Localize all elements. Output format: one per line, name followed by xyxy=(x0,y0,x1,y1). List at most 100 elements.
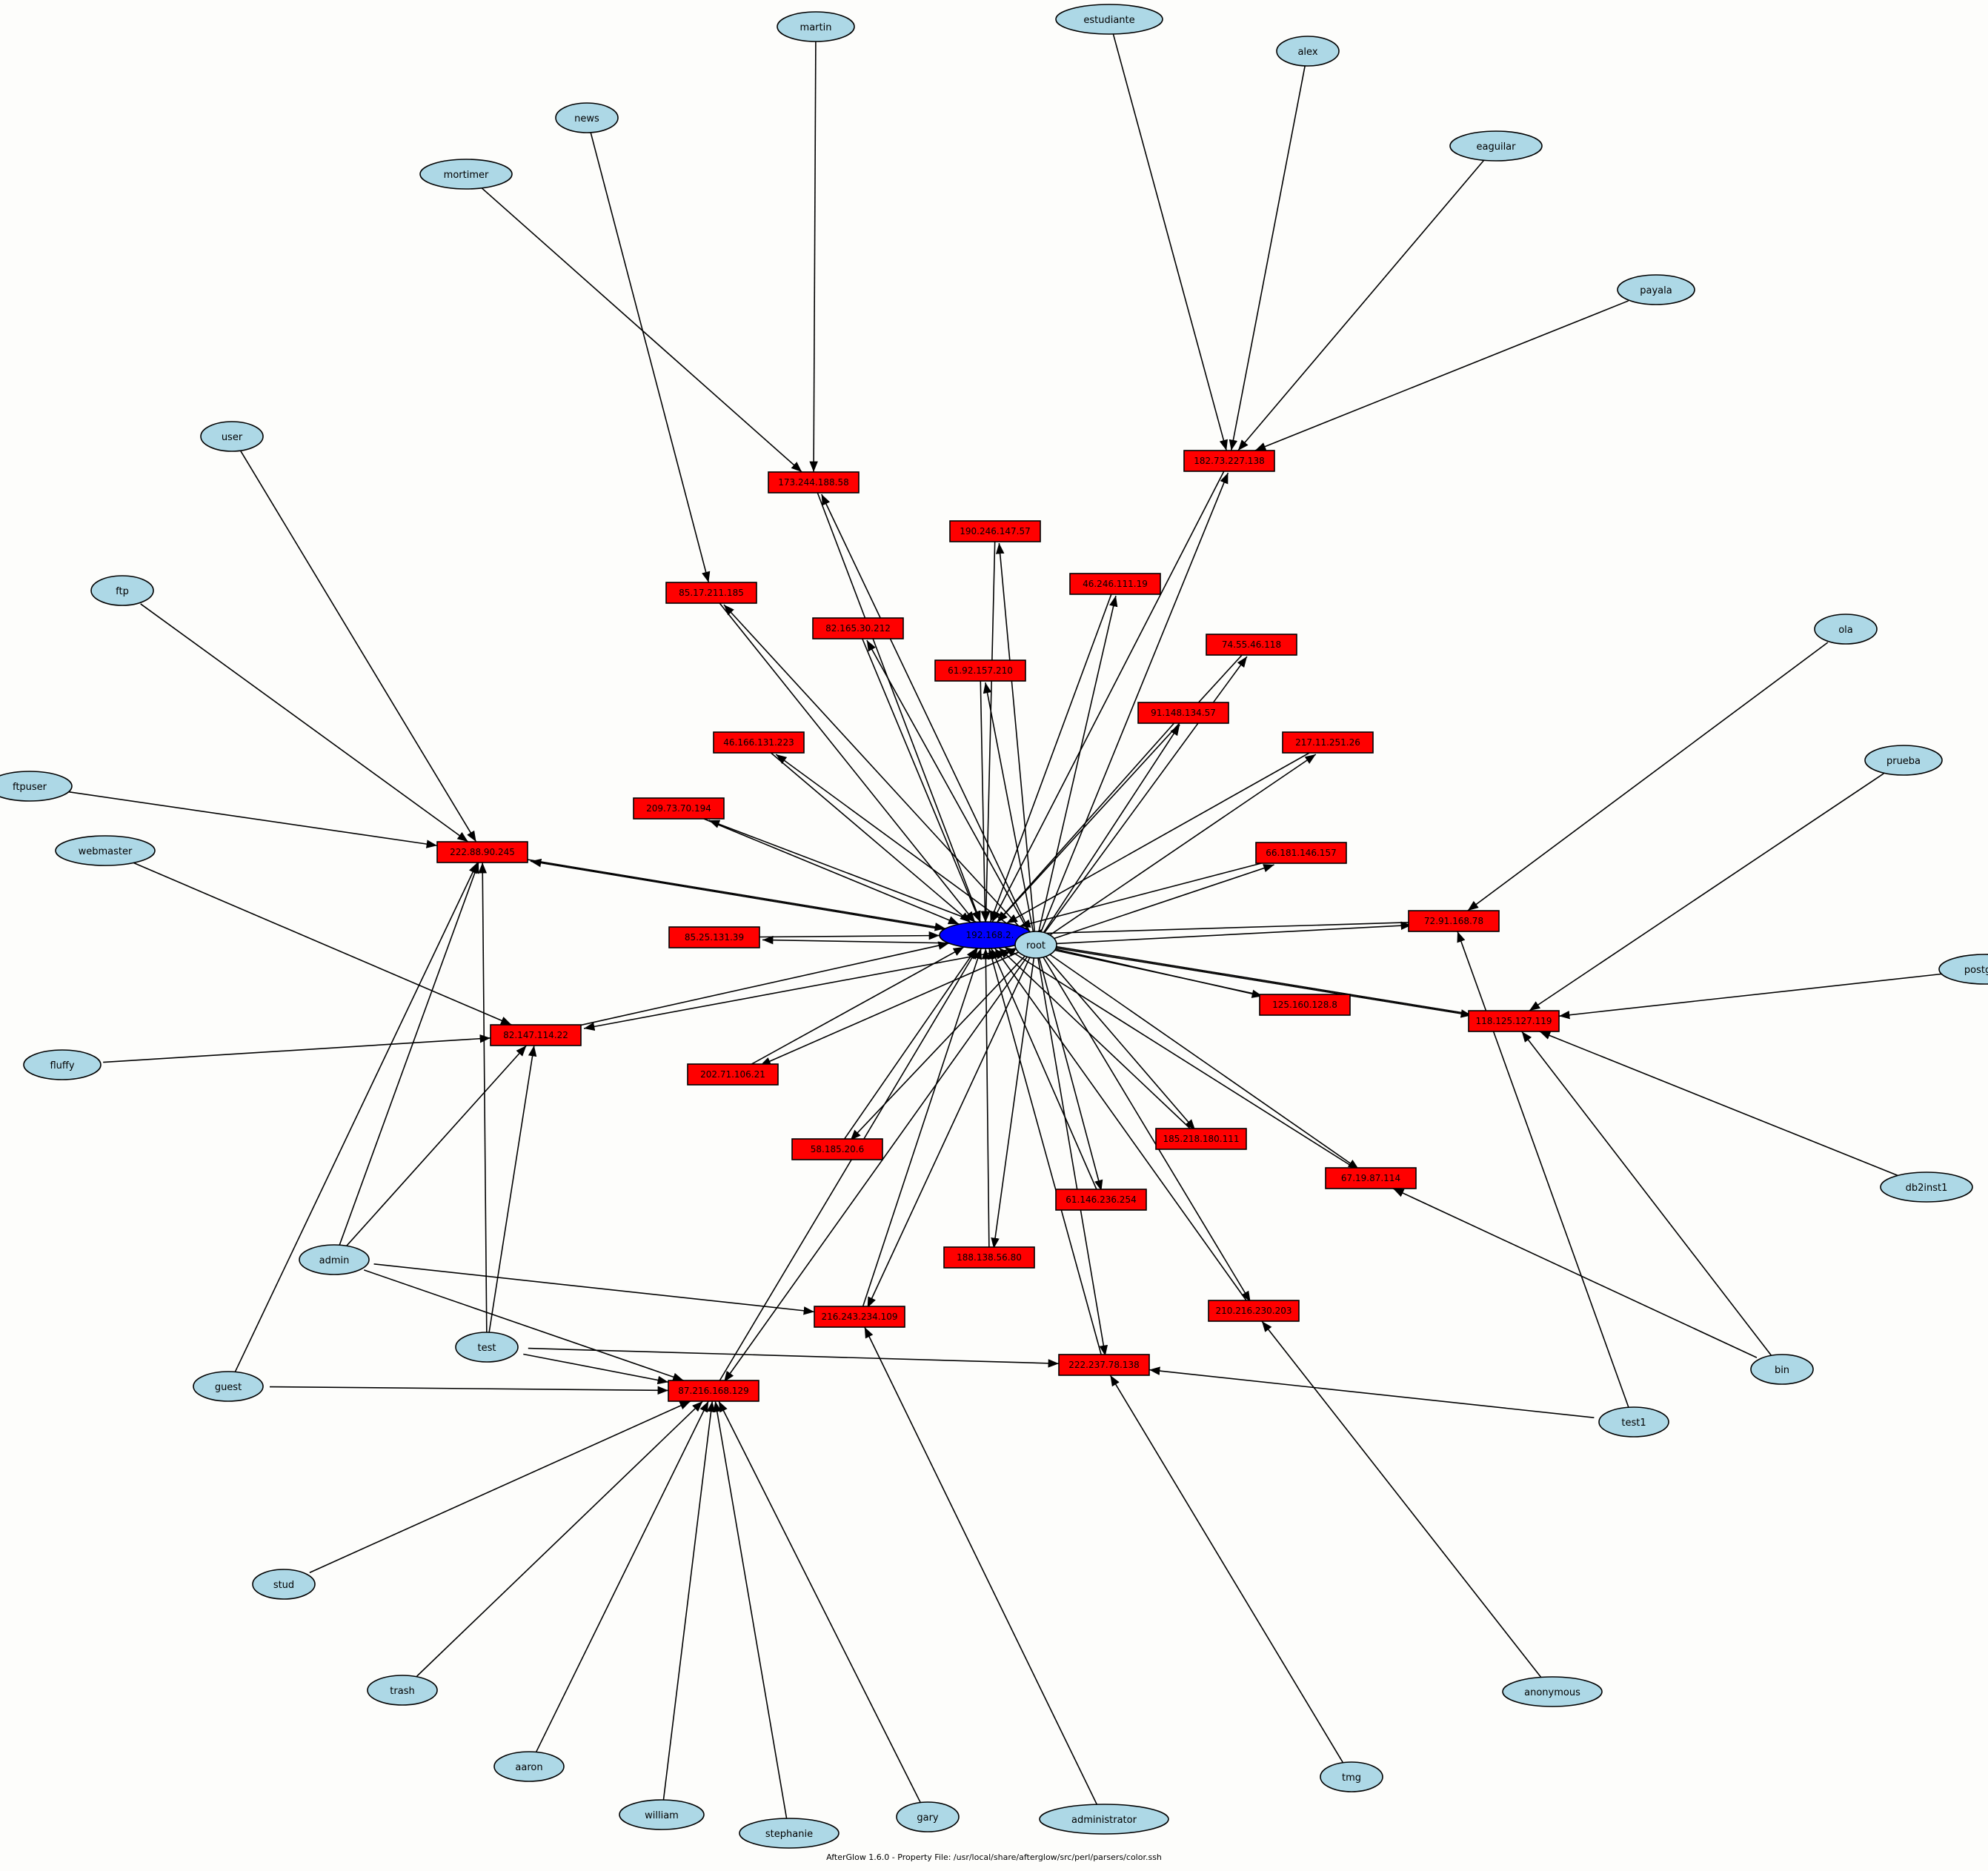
user-node-alex: alex xyxy=(1276,36,1340,67)
edge-root-to-222-88-90-245 xyxy=(530,858,1017,943)
ip-label: 209.73.70.194 xyxy=(646,803,711,814)
user-label: estudiante xyxy=(1083,15,1134,26)
ip-box xyxy=(668,1380,759,1402)
ip-box xyxy=(1183,450,1275,472)
ip-label: 72.91.168.78 xyxy=(1424,916,1483,926)
user-ellipse xyxy=(1880,1172,1973,1203)
ip-node-202-71-106-21: 202.71.106.21 xyxy=(687,1063,779,1086)
edge-root-to-61-146-236-254 xyxy=(1038,957,1103,1192)
ip-node-87-216-168-129: 87.216.168.129 xyxy=(668,1380,759,1402)
ip-label: 91.148.134.57 xyxy=(1151,708,1216,718)
user-label: postgres xyxy=(1964,965,1988,976)
ip-box xyxy=(1408,910,1500,932)
edge-postgres-to-118-125-127-119 xyxy=(1558,973,1946,1020)
edge-root-to-61-92-157-210 xyxy=(983,682,1034,932)
root-label: root xyxy=(1026,940,1045,951)
user-node-administrator: administrator xyxy=(1039,1804,1169,1835)
edge-admin-to-216-243-234-109 xyxy=(373,1263,815,1315)
ip-box xyxy=(1206,634,1297,656)
ip-label: 74.55.46.118 xyxy=(1222,639,1281,650)
user-ellipse xyxy=(23,1049,102,1080)
user-node-tmg: tmg xyxy=(1320,1761,1383,1792)
ip-node-67-19-87-114: 67.19.87.114 xyxy=(1325,1167,1417,1189)
user-node-news: news xyxy=(555,102,619,133)
ip-node-82-165-30-212: 82.165.30.212 xyxy=(812,617,904,639)
edge-82-147-114-22-to-center xyxy=(580,941,949,1026)
edge-root-to-173-244-188-58 xyxy=(821,493,1031,933)
user-ellipse xyxy=(0,771,73,802)
edge-anonymous-to-210-216-230-203 xyxy=(1261,1320,1542,1678)
user-node-martin: martin xyxy=(777,11,855,42)
ip-box xyxy=(713,731,805,754)
user-ellipse xyxy=(1502,1676,1603,1707)
ip-label: 61.146.236.254 xyxy=(1066,1194,1136,1205)
center-label: 192.168.2. xyxy=(966,930,1014,940)
ip-box xyxy=(812,617,904,639)
edge-root-to-82-165-30-212 xyxy=(866,639,1030,933)
ip-box xyxy=(436,841,528,863)
ip-box xyxy=(490,1024,582,1046)
ip-label: 182.73.227.138 xyxy=(1194,456,1264,466)
user-label: anonymous xyxy=(1524,1687,1580,1698)
ip-box xyxy=(791,1138,883,1160)
edge-admin-to-82-147-114-22 xyxy=(346,1045,528,1246)
edge-stud-to-87-216-168-129 xyxy=(309,1400,691,1574)
ip-box xyxy=(1069,573,1161,595)
edge-root-to-202-71-106-21 xyxy=(759,951,1020,1066)
root-ellipse xyxy=(1014,931,1057,959)
ip-box xyxy=(1208,1300,1300,1322)
ip-node-91-148-134-57: 91.148.134.57 xyxy=(1137,702,1229,724)
user-node-stephanie: stephanie xyxy=(739,1818,840,1849)
ip-label: 66.181.146.157 xyxy=(1266,848,1336,858)
edge-root-to-58-185-20-6 xyxy=(850,955,1025,1141)
user-label: prueba xyxy=(1886,756,1921,767)
user-node-prueba: prueba xyxy=(1864,745,1943,776)
ip-box xyxy=(768,471,860,493)
edge-root-to-67-19-87-114 xyxy=(1049,954,1360,1170)
user-label: martin xyxy=(800,22,832,33)
ip-node-188-138-56-80: 188.138.56.80 xyxy=(943,1246,1035,1269)
ip-node-46-166-131-223: 46.166.131.223 xyxy=(713,731,805,754)
user-node-william: william xyxy=(619,1799,705,1830)
edge-ftpuser-to-222-88-90-245 xyxy=(67,791,438,848)
edge-root-to-91-148-134-57 xyxy=(1043,724,1180,933)
user-node-postgres: postgres xyxy=(1938,954,1988,985)
user-node-stud: stud xyxy=(252,1569,316,1600)
edge-root-to-210-216-230-203 xyxy=(1043,957,1251,1303)
edge-202-71-106-21-to-center xyxy=(751,946,965,1065)
user-node-mortimer: mortimer xyxy=(419,159,513,190)
ip-label: 216.243.234.109 xyxy=(821,1312,897,1322)
edge-trash-to-87-216-168-129 xyxy=(416,1400,704,1677)
edge-root-to-87-216-168-129 xyxy=(723,956,1028,1383)
edge-182-73-227-138-to-center xyxy=(991,471,1225,923)
edge-85-25-131-39-to-center xyxy=(759,931,940,940)
user-node-ola: ola xyxy=(1814,614,1878,645)
center-node: 192.168.2. xyxy=(939,921,1032,949)
user-label: payala xyxy=(1640,285,1672,296)
ip-node-72-91-168-78: 72.91.168.78 xyxy=(1408,910,1500,932)
edge-173-244-188-58-to-center xyxy=(817,492,981,923)
edge-user-to-222-88-90-245 xyxy=(240,451,477,843)
edge-222-237-78-138-to-center xyxy=(988,948,1102,1355)
user-label: webmaster xyxy=(79,846,133,857)
user-ellipse xyxy=(1598,1406,1669,1438)
edge-db2inst1-to-118-125-127-119 xyxy=(1539,1031,1900,1177)
user-ellipse xyxy=(896,1801,960,1832)
root-node: root xyxy=(1014,931,1057,959)
ip-label: 202.71.106.21 xyxy=(700,1069,765,1080)
ip-label: 222.88.90.245 xyxy=(450,847,515,857)
edge-root-to-209-73-70-194 xyxy=(708,820,1019,939)
ip-label: 46.166.131.223 xyxy=(723,737,794,748)
edge-estudiante-to-182-73-227-138 xyxy=(1112,33,1228,451)
edge-fluffy-to-82-147-114-22 xyxy=(103,1034,491,1063)
ip-box xyxy=(1282,731,1374,754)
edge-root-to-82-147-114-22 xyxy=(583,948,1017,1031)
ip-label: 61.92.157.210 xyxy=(948,665,1013,676)
ip-box xyxy=(934,659,1026,682)
ip-node-61-92-157-210: 61.92.157.210 xyxy=(934,659,1026,682)
user-label: ftp xyxy=(116,586,129,597)
ip-label: 173.244.188.58 xyxy=(778,477,848,488)
user-ellipse xyxy=(1617,274,1695,305)
user-node-admin: admin xyxy=(299,1244,370,1275)
user-node-payala: payala xyxy=(1617,274,1695,305)
